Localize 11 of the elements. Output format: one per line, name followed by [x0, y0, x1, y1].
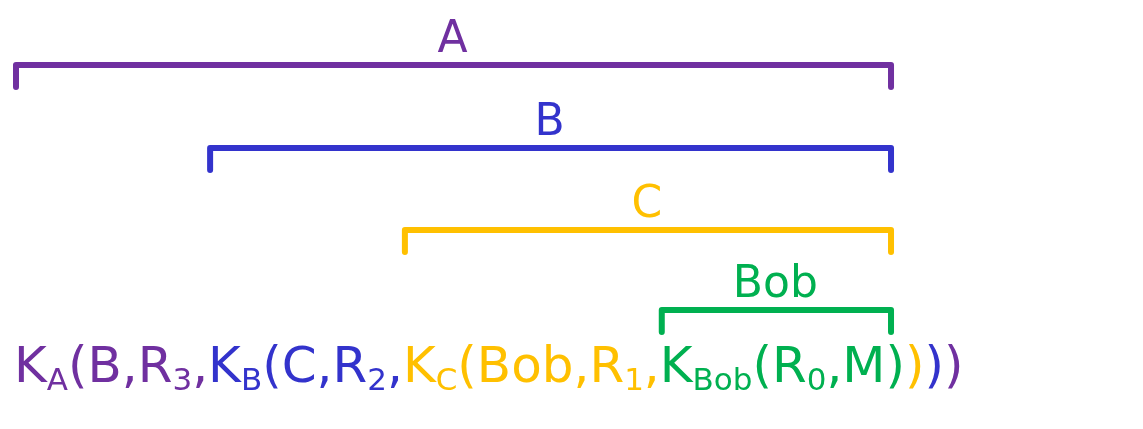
formula-term: K$_{C}$(Bob,R$_{1}$,	[402, 336, 660, 394]
bracket-label: A	[437, 15, 468, 59]
formula-term: )	[905, 336, 925, 394]
formula-term: )	[944, 336, 964, 394]
formula-term: K$_{Bob}$(R$_{0}$,M)	[659, 336, 905, 394]
formula-term: K$_{A}$(B,R$_{3}$,	[14, 336, 209, 394]
bracket-label: B	[534, 98, 565, 142]
formula-term: )	[924, 336, 945, 394]
formula-term: K$_{B}$(C,R$_{2}$,	[208, 336, 403, 394]
bracket-label: Bob	[732, 260, 818, 304]
bracket-label: C	[631, 180, 663, 224]
